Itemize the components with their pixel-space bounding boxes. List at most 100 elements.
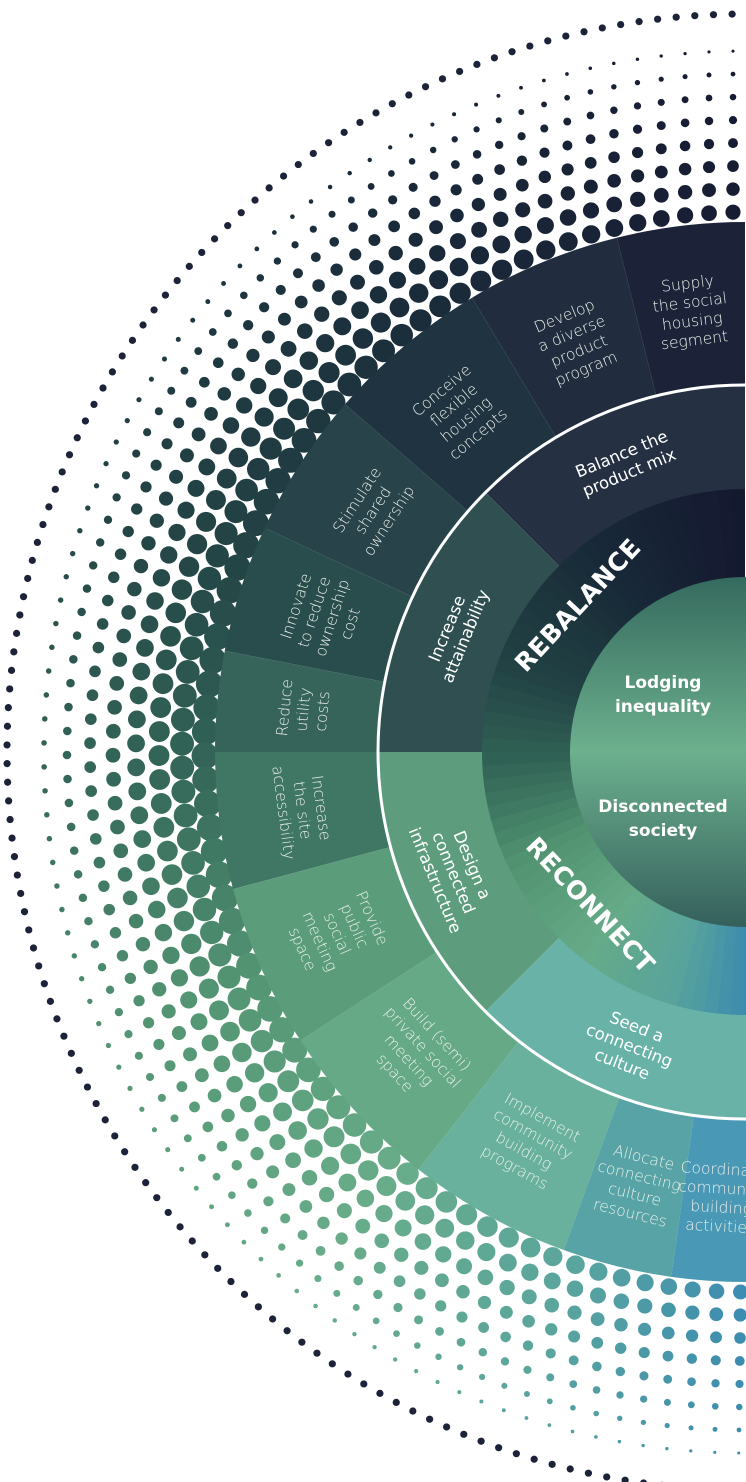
action-segment[interactable] (671, 1114, 746, 1283)
halftone-dot (336, 1203, 352, 1219)
strategy-segment[interactable] (378, 752, 560, 1012)
halftone-dot (212, 357, 224, 369)
action-segment[interactable] (563, 1095, 695, 1277)
halftone-dot (205, 544, 229, 568)
ring-dot (20, 908, 29, 916)
halftone-dot (204, 623, 231, 651)
halftone-dot (150, 697, 172, 718)
halftone-dot (656, 121, 666, 131)
halftone-dots (41, 49, 746, 1455)
ring-dot (691, 12, 699, 20)
ring-dot (298, 1338, 306, 1346)
halftone-dot (561, 163, 574, 176)
halftone-dot (84, 916, 93, 926)
halftone-dot (367, 208, 378, 218)
strategy-segment[interactable] (485, 385, 745, 567)
action-segment[interactable] (233, 846, 439, 1041)
ring-dot (65, 451, 74, 459)
halftone-dot (393, 1330, 400, 1337)
core-problem-line: society (629, 821, 697, 841)
halftone-dot (429, 146, 437, 154)
halftone-dot (632, 124, 643, 134)
halftone-dot (337, 372, 362, 397)
halftone-dot (69, 550, 76, 557)
halftone-dot (560, 186, 575, 201)
theme-segment (482, 761, 573, 781)
halftone-dot (477, 1243, 496, 1262)
action-segment[interactable] (215, 752, 392, 890)
halftone-dot (153, 816, 175, 838)
action-segment[interactable] (345, 297, 557, 512)
halftone-dot (637, 1298, 653, 1314)
halftone-dot (712, 1426, 718, 1432)
halftone-dot (589, 1262, 608, 1281)
action-segment[interactable] (300, 951, 520, 1170)
halftone-dot (291, 241, 299, 249)
ring-dot (7, 666, 16, 674)
halftone-dot (629, 214, 647, 232)
halftone-dot (472, 173, 484, 185)
halftone-dot (728, 116, 738, 125)
action-segment[interactable] (215, 650, 386, 752)
ring-dot (603, 1473, 611, 1481)
halftone-dot (282, 1183, 296, 1196)
halftone-dot (208, 943, 232, 967)
halftone-dot (353, 1275, 363, 1286)
halftone-dot (711, 1379, 720, 1388)
strategy-segment[interactable] (485, 937, 746, 1119)
ring-dot (268, 1315, 277, 1323)
halftone-dot (167, 887, 188, 909)
halftone-dot (451, 136, 458, 143)
halftone-dot (169, 469, 184, 484)
halftone-dot (359, 1130, 384, 1154)
ring-dot (376, 1389, 384, 1397)
halftone-dot (113, 843, 129, 859)
halftone-dot (435, 1246, 452, 1263)
halftone-dot (500, 1357, 510, 1366)
halftone-dot (734, 1332, 746, 1344)
halftone-dot (640, 1395, 648, 1403)
action-segment[interactable] (418, 1040, 620, 1251)
theme-segment (482, 724, 572, 744)
halftone-dot (536, 240, 556, 260)
action-label: Reduceutilitycosts (273, 678, 334, 740)
action-segment[interactable] (616, 222, 745, 397)
action-segment[interactable] (264, 404, 469, 598)
halftone-dot (539, 147, 550, 158)
halftone-dot (587, 89, 594, 95)
halftone-dot (543, 1272, 561, 1290)
halftone-dot (196, 814, 224, 841)
halftone-dot (522, 1314, 535, 1328)
halftone-dot (352, 1331, 357, 1337)
halftone-dot (429, 295, 451, 318)
action-segment[interactable] (472, 237, 657, 439)
halftone-dot (152, 569, 171, 587)
halftone-dot (450, 184, 462, 196)
ring-dot (4, 778, 12, 786)
theme-segment (490, 670, 580, 708)
halftone-dot (192, 766, 220, 794)
theme-segment (510, 620, 595, 674)
halftone-dot (160, 625, 181, 647)
halftone-dot (253, 488, 280, 515)
theme-segment (540, 861, 617, 930)
halftone-dot (710, 1355, 721, 1366)
halftone-dot (88, 561, 98, 570)
halftone-dot (147, 900, 166, 919)
halftone-dot (309, 225, 317, 233)
halftone-dot (312, 279, 325, 292)
halftone-dot (235, 1128, 249, 1142)
halftone-dot (202, 1121, 214, 1133)
ring-dot (139, 321, 147, 329)
ring-dot (210, 235, 219, 243)
halftone-dot (173, 417, 185, 429)
halftone-dot (109, 927, 122, 939)
action-segment[interactable] (224, 528, 414, 683)
halftone-dot (85, 785, 97, 797)
halftone-dot (449, 282, 471, 304)
strategy-segment[interactable] (378, 492, 560, 752)
halftone-dot (449, 257, 469, 277)
theme-segment (663, 917, 701, 1007)
halftone-dot (522, 1340, 534, 1351)
